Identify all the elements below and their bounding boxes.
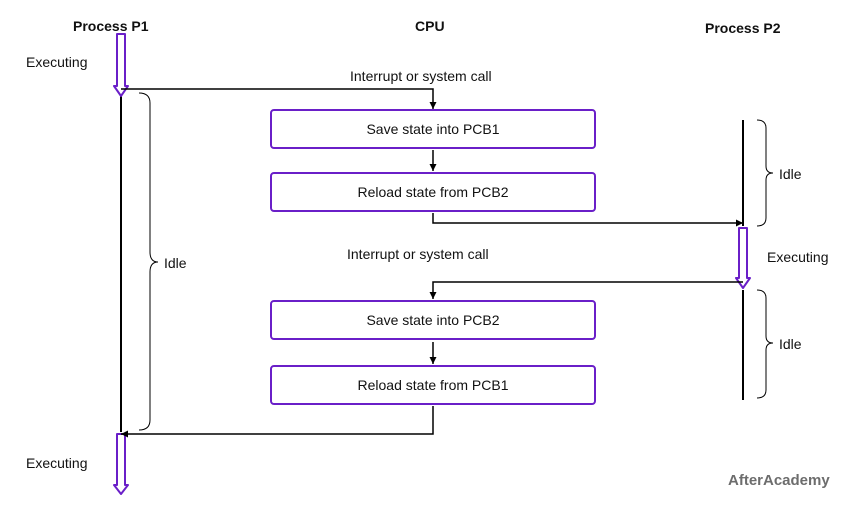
connector-cpu-to-p1	[121, 406, 434, 438]
connector-cpu-to-p2	[432, 213, 743, 227]
save-state-pcb1-box: Save state into PCB1	[270, 109, 596, 149]
reload-state-pcb2-box: Reload state from PCB2	[270, 172, 596, 212]
p2-idle-label-top: Idle	[779, 166, 802, 182]
p1-executing-arrow-bottom	[113, 433, 129, 495]
p1-executing-label-top: Executing	[26, 54, 88, 70]
brand-watermark: AfterAcademy	[728, 472, 830, 489]
connector-p2-to-cpu	[429, 281, 743, 299]
reload-state-pcb1-box: Reload state from PCB1	[270, 365, 596, 405]
connector-p1-to-cpu	[121, 88, 437, 109]
p1-executing-label-bottom: Executing	[26, 455, 88, 471]
interrupt-label-1: Interrupt or system call	[350, 68, 492, 84]
p1-idle-bracket	[138, 92, 159, 431]
p2-idle-label-bottom: Idle	[779, 336, 802, 352]
header-cpu: CPU	[415, 18, 445, 34]
p2-idle-bracket-bottom	[756, 289, 774, 399]
p2-executing-arrow	[735, 227, 751, 289]
p2-executing-label: Executing	[767, 249, 829, 265]
save-state-pcb2-box: Save state into PCB2	[270, 300, 596, 340]
header-process-p1: Process P1	[73, 18, 149, 34]
p2-idle-bracket-top	[756, 119, 774, 227]
p1-executing-arrow-top	[113, 33, 129, 97]
header-process-p2: Process P2	[705, 20, 781, 36]
p1-idle-label: Idle	[164, 255, 187, 271]
interrupt-label-2: Interrupt or system call	[347, 246, 489, 262]
